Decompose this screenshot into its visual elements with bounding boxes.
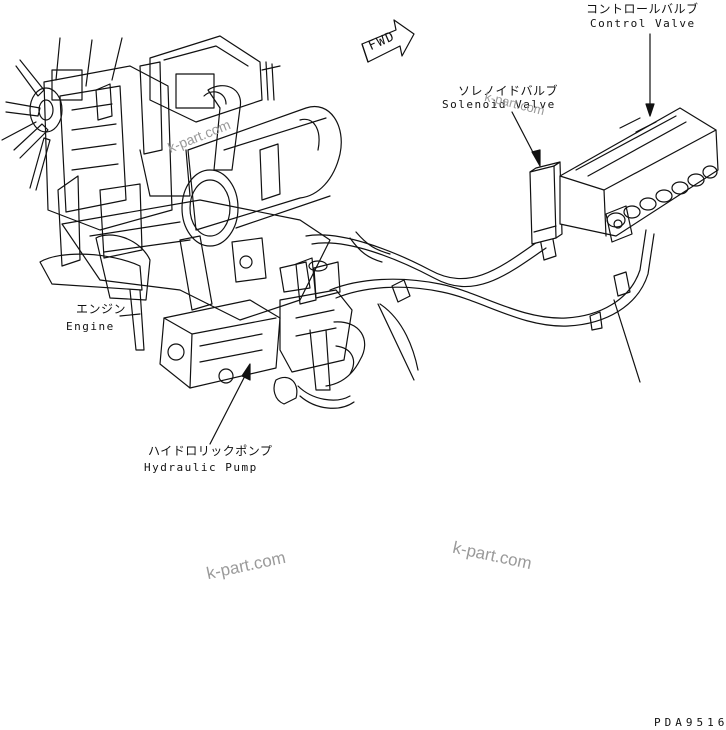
hydraulic-pump-label-en: Hydraulic Pump <box>144 461 258 474</box>
control-valve-drawing <box>559 107 719 243</box>
hydraulic-pump-drawing <box>159 257 366 409</box>
leader-lines <box>119 33 655 445</box>
engine-label-jp: エンジン <box>76 302 127 316</box>
solenoid-valve-label-jp: ソレノイドバルブ <box>458 84 559 98</box>
solenoid-valve-label-en: Solenoid Valve <box>442 98 556 111</box>
control-valve-label-en: Control Valve <box>590 17 696 30</box>
spool-icon <box>606 165 718 228</box>
engine-label-en: Engine <box>66 320 115 333</box>
solenoid-valve-drawing <box>529 161 563 245</box>
fan-icon <box>1 37 123 191</box>
hydraulic-pump-label-jp: ハイドロリックポンプ <box>148 444 273 458</box>
hoses-drawing <box>305 229 655 371</box>
control-valve-label-jp: コントロールバルブ <box>586 2 699 16</box>
fwd-arrow-icon <box>361 19 415 63</box>
engine-drawing <box>1 35 342 351</box>
drawing-code: PDA9516 <box>654 716 726 729</box>
